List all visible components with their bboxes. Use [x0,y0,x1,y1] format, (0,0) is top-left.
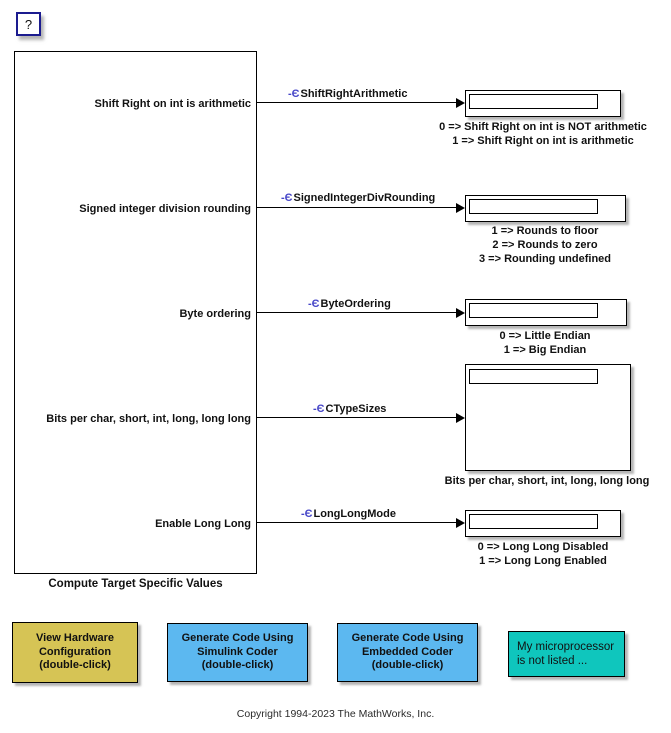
port-label-ctype-sizes: Bits per char, short, int, long, long lo… [46,413,251,425]
display-annotation-div-rounding: 1 => Rounds to floor 2 => Rounds to zero… [479,225,611,265]
signal-line-div-rounding[interactable] [257,207,457,209]
copyright-text: Copyright 1994-2023 The MathWorks, Inc. [236,708,435,720]
display-annotation-shift-right: 0 => Shift Right on int is NOT arithmeti… [439,121,647,147]
display-annotation-byte-ordering: 0 => Little Endian 1 => Big Endian [499,330,591,356]
port-label-long-long: Enable Long Long [155,518,251,530]
port-label-shift-right: Shift Right on int is arithmetic [94,98,251,110]
display-block-ctype-sizes[interactable] [465,364,631,471]
signal-name-byte-ordering: -ЄByteOrdering [308,298,391,310]
signal-arrowhead-icon [456,308,465,318]
signal-arrowhead-icon [456,518,465,528]
port-label-byte-ordering: Byte ordering [179,308,251,320]
signal-name-shift-right: -ЄShiftRightArithmetic [288,88,408,100]
display-value-field [469,369,598,384]
generate-code-simulink-coder-button[interactable]: Generate Code Using Simulink Coder (doub… [167,623,308,682]
help-block[interactable]: ? [16,12,41,36]
subsystem-name-label: Compute Target Specific Values [48,578,223,590]
signal-arrowhead-icon [456,203,465,213]
display-value-field [469,199,598,214]
display-annotation-long-long: 0 => Long Long Disabled 1 => Long Long E… [477,541,609,567]
microprocessor-not-listed-button[interactable]: My microprocessor is not listed ... [508,631,625,677]
signal-line-byte-ordering[interactable] [257,312,457,314]
signal-line-ctype-sizes[interactable] [257,417,457,419]
signal-logging-icon: -Є [313,403,325,415]
display-block-shift-right[interactable] [465,90,621,117]
signal-arrowhead-icon [456,98,465,108]
display-value-field [469,514,598,529]
port-label-div-rounding: Signed integer division rounding [79,203,251,215]
view-hardware-configuration-button[interactable]: View Hardware Configuration (double-clic… [12,622,138,683]
signal-logging-icon: -Є [288,88,300,100]
signal-arrowhead-icon [456,413,465,423]
signal-logging-icon: -Є [301,508,313,520]
display-value-field [469,94,598,109]
display-block-div-rounding[interactable] [465,195,626,222]
signal-line-long-long[interactable] [257,522,457,524]
signal-name-ctype-sizes: -ЄCTypeSizes [313,403,387,415]
help-label: ? [24,16,33,32]
subsystem-block[interactable]: Shift Right on int is arithmetic Signed … [14,51,257,574]
display-value-field [469,303,598,318]
display-block-byte-ordering[interactable] [465,299,627,326]
signal-logging-icon: -Є [281,192,293,204]
signal-name-long-long: -ЄLongLongMode [301,508,396,520]
display-annotation-ctype-sizes: Bits per char, short, int, long, long lo… [444,475,650,487]
display-block-long-long[interactable] [465,510,621,537]
signal-logging-icon: -Є [308,298,320,310]
signal-name-div-rounding: -ЄSignedIntegerDivRounding [281,192,436,204]
generate-code-embedded-coder-button[interactable]: Generate Code Using Embedded Coder (doub… [337,623,478,682]
signal-line-shift-right[interactable] [257,102,457,104]
